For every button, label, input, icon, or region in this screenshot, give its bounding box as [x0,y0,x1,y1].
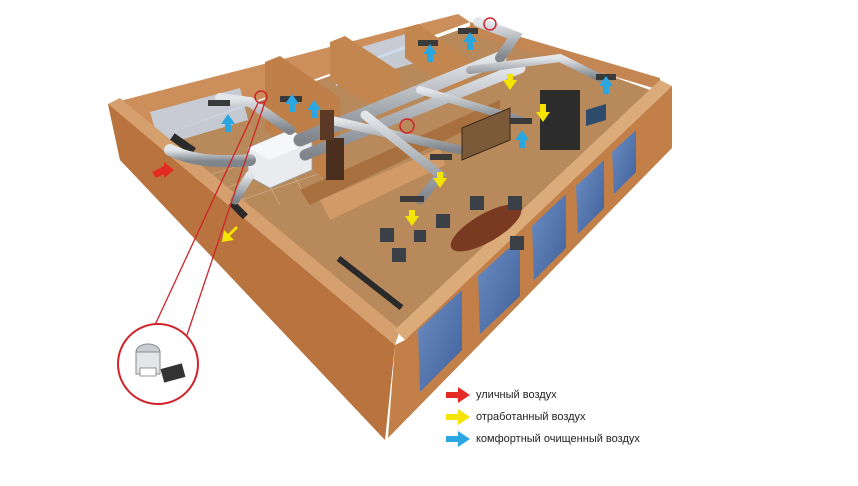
legend-item-exhaust-air: отработанный воздух [444,406,704,428]
callout-marker [399,118,415,134]
floor-vent [336,256,404,310]
chairs [380,196,524,262]
partition-wall [300,100,500,205]
front-windows [418,130,636,392]
exhaust-air-arrow [433,172,447,188]
furniture [320,90,606,252]
exhaust-air-arrow [536,104,550,122]
callout-marker [483,17,497,31]
exhaust-air-arrow [405,210,419,226]
yellow-arrow-icon [446,409,470,425]
partition-wall [320,148,445,220]
outdoor-air-arrow [152,162,174,178]
callout-marker [254,90,268,104]
wall-vent [170,133,196,155]
comfort-air-arrow [285,94,299,112]
comfort-air-arrow [307,100,321,118]
partition-wall [330,36,400,114]
callout-line [147,102,259,341]
monitor [586,104,606,126]
zoom-detail [117,323,199,405]
front-wall-top [395,80,672,340]
callout-line [183,101,266,345]
cabinet [540,90,580,150]
airflow-arrows [152,32,613,242]
comfort-air-arrow [423,44,437,62]
left-outer-wall-face [108,104,395,440]
legend-item-comfort-air: комфортный очищенный воздух [444,428,704,450]
comfort-air-arrow [515,130,529,148]
legend-item-outdoor-air: уличный воздух [444,384,704,406]
red-arrow-icon [446,387,470,403]
legend-label: уличный воздух [476,389,557,401]
comfort-air-arrow [221,114,235,132]
exhaust-air-arrow [503,74,517,90]
legend: уличный воздух отработанный воздух комфо… [444,384,704,450]
blue-arrow-icon [446,431,470,447]
door [320,110,334,140]
legend-label: отработанный воздух [476,411,586,423]
wall-vent [228,200,248,220]
legend-label: комфортный очищенный воздух [476,433,640,445]
comfort-air-arrow [463,32,477,50]
exhaust-air-arrow [222,226,238,242]
meeting-table [450,204,522,252]
comfort-air-arrow [599,76,613,94]
picture [461,107,511,161]
door [326,138,344,180]
